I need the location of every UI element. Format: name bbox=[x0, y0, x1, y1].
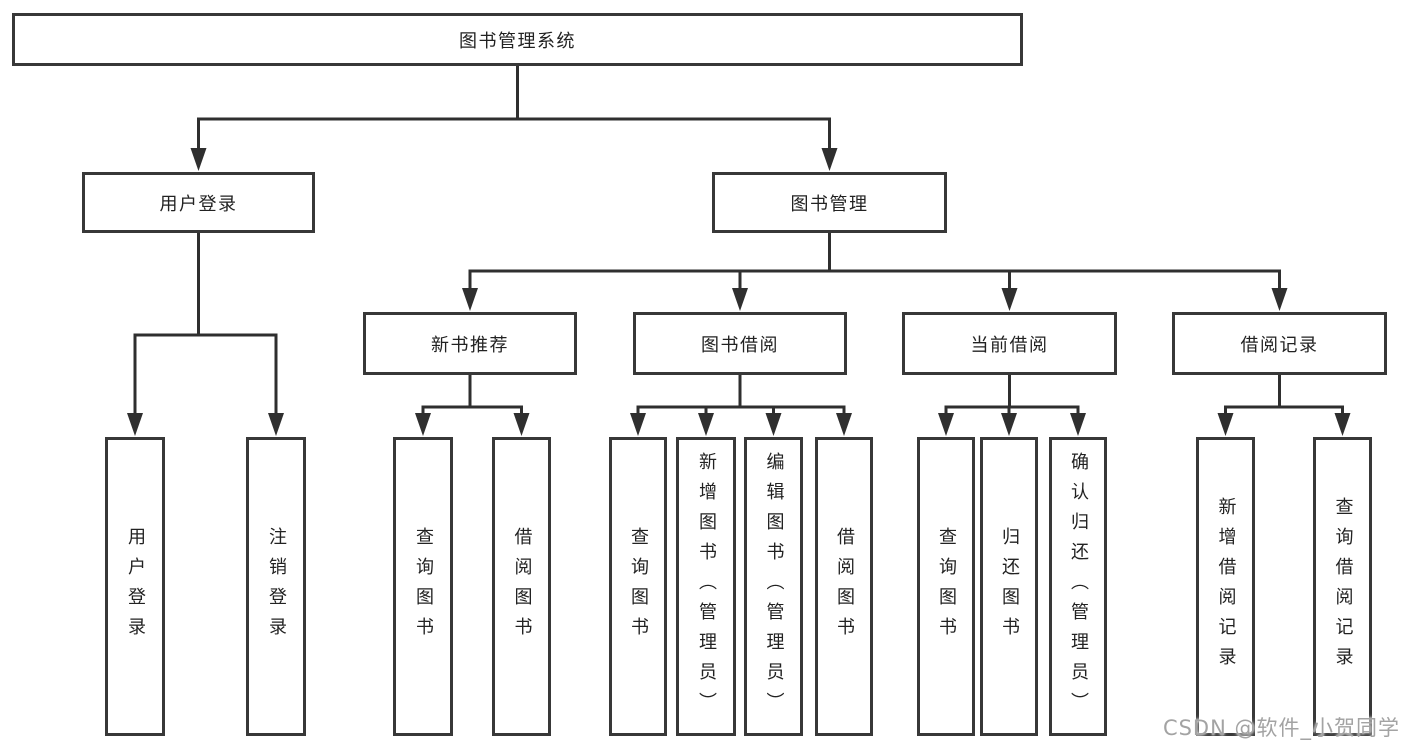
node-leaf-query-books-1: 查询图书 bbox=[393, 437, 453, 736]
edge-borrow-records bbox=[1217, 373, 1351, 436]
node-borrow-records: 借阅记录 bbox=[1172, 312, 1387, 375]
node-leaf-confirm-return: 确认归还（管理员） bbox=[1049, 437, 1107, 736]
watermark: CSDN @软件_小贺同学 bbox=[1162, 716, 1400, 740]
edge-new-book-rec bbox=[415, 373, 530, 436]
node-label-leaf-logout: 注销登录 bbox=[266, 526, 287, 647]
node-label-leaf-add-books: 新增图书（管理员） bbox=[696, 451, 717, 722]
node-book-mgmt: 图书管理 bbox=[712, 172, 947, 233]
edge-user-login bbox=[127, 231, 284, 436]
node-leaf-add-record: 新增借阅记录 bbox=[1196, 437, 1255, 736]
node-label-leaf-confirm-return: 确认归还（管理员） bbox=[1068, 451, 1089, 722]
node-leaf-edit-books: 编辑图书（管理员） bbox=[744, 437, 803, 736]
node-label-user-login: 用户登录 bbox=[159, 193, 238, 215]
node-leaf-query-books-2: 查询图书 bbox=[609, 437, 667, 736]
edge-book-mgmt bbox=[462, 231, 1288, 311]
node-new-book-rec: 新书推荐 bbox=[363, 312, 577, 375]
node-label-leaf-user-login: 用户登录 bbox=[125, 526, 146, 647]
node-label-new-book-rec: 新书推荐 bbox=[431, 334, 509, 356]
node-label-current-borrow: 当前借阅 bbox=[970, 334, 1049, 356]
node-label-leaf-query-record: 查询借阅记录 bbox=[1332, 496, 1354, 677]
node-label-book-borrow: 图书借阅 bbox=[701, 334, 779, 356]
node-leaf-borrow-books-1: 借阅图书 bbox=[492, 437, 551, 736]
edge-book-borrow bbox=[630, 373, 852, 436]
node-label-root: 图书管理系统 bbox=[459, 30, 576, 52]
node-book-borrow: 图书借阅 bbox=[633, 312, 847, 375]
node-leaf-add-books: 新增图书（管理员） bbox=[676, 437, 736, 736]
node-label-leaf-return-books: 归还图书 bbox=[999, 526, 1020, 647]
node-label-book-mgmt: 图书管理 bbox=[790, 193, 869, 215]
edge-current-borrow bbox=[938, 373, 1086, 436]
node-leaf-query-record: 查询借阅记录 bbox=[1313, 437, 1372, 736]
node-label-leaf-query-books-1: 查询图书 bbox=[413, 526, 434, 647]
node-label-leaf-edit-books: 编辑图书（管理员） bbox=[763, 451, 785, 722]
node-label-leaf-add-record: 新增借阅记录 bbox=[1215, 496, 1237, 677]
node-leaf-query-books-3: 查询图书 bbox=[917, 437, 975, 736]
node-root: 图书管理系统 bbox=[12, 13, 1023, 66]
node-label-leaf-query-books-3: 查询图书 bbox=[936, 526, 957, 647]
node-leaf-user-login: 用户登录 bbox=[105, 437, 165, 736]
node-label-borrow-records: 借阅记录 bbox=[1240, 334, 1319, 356]
node-label-leaf-borrow-books-1: 借阅图书 bbox=[511, 526, 533, 647]
node-user-login: 用户登录 bbox=[82, 172, 315, 233]
node-current-borrow: 当前借阅 bbox=[902, 312, 1117, 375]
node-leaf-return-books: 归还图书 bbox=[980, 437, 1038, 736]
node-label-leaf-query-books-2: 查询图书 bbox=[628, 526, 649, 647]
node-leaf-borrow-books-2: 借阅图书 bbox=[815, 437, 873, 736]
node-leaf-logout: 注销登录 bbox=[246, 437, 306, 736]
edge-root bbox=[190, 64, 838, 171]
node-label-leaf-borrow-books-2: 借阅图书 bbox=[834, 526, 855, 647]
